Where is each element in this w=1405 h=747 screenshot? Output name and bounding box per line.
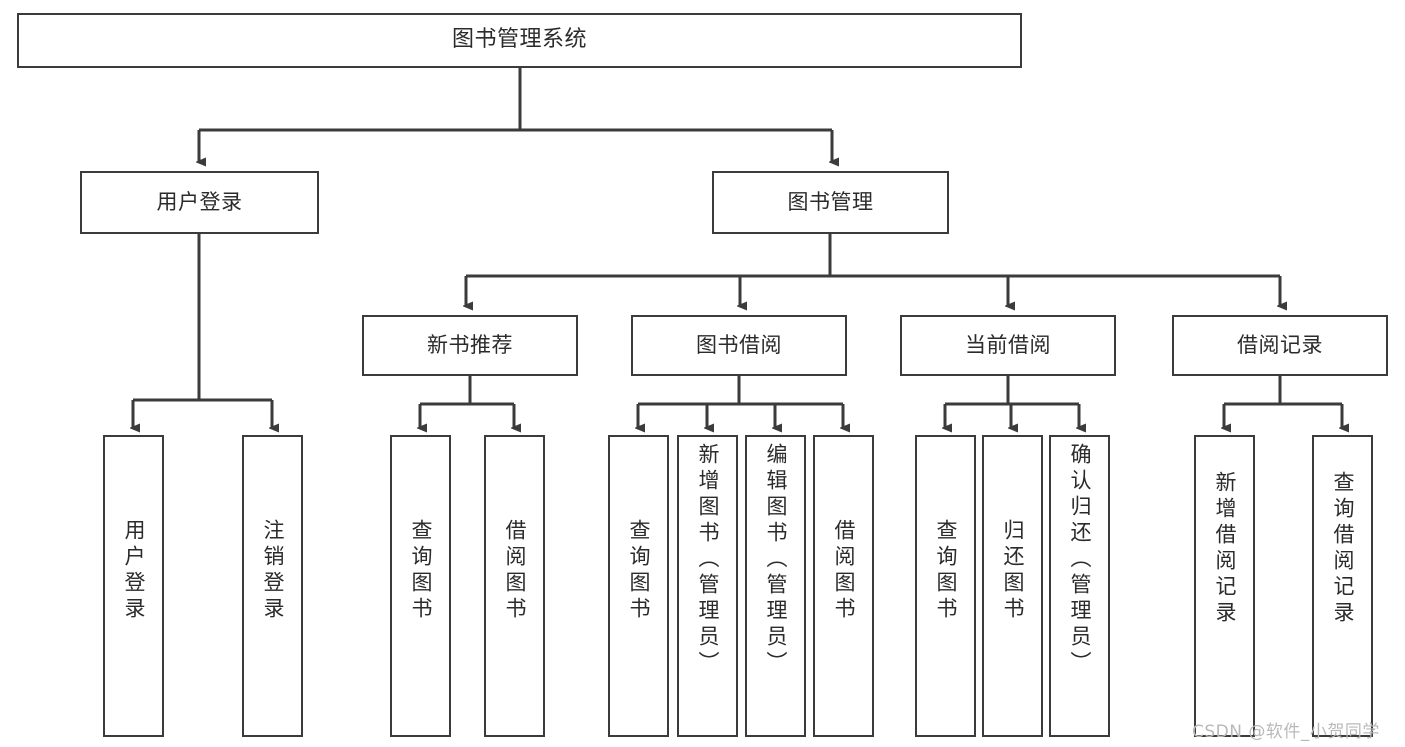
leaf-user-login-logout[interactable]: 注销登录: [242, 435, 303, 737]
node-label: 用户登录: [122, 519, 146, 623]
leaf-book-borrow-borrow-book[interactable]: 借阅图书: [813, 435, 874, 737]
leaf-new-book-borrow-book[interactable]: 借阅图书: [484, 435, 545, 737]
node-label: 新增图书（管理员）: [696, 443, 720, 677]
node-book-borrow[interactable]: 图书借阅: [631, 315, 847, 376]
node-label: 借阅图书: [832, 519, 856, 623]
leaf-new-book-query-book[interactable]: 查询图书: [390, 435, 451, 737]
node-book-management-system[interactable]: 图书管理系统: [17, 13, 1022, 68]
node-label: 确认归还（管理员）: [1068, 443, 1092, 677]
node-label: 借阅图书: [503, 519, 527, 623]
node-label: 查询图书: [409, 519, 433, 623]
node-label: 归还图书: [1001, 519, 1025, 623]
node-borrow-record[interactable]: 借阅记录: [1172, 315, 1388, 376]
node-book-management[interactable]: 图书管理: [712, 171, 949, 234]
node-label: 查询图书: [934, 519, 958, 623]
node-current-borrow[interactable]: 当前借阅: [900, 315, 1116, 376]
node-label: 编辑图书（管理员）: [764, 443, 788, 677]
node-new-book-recommend[interactable]: 新书推荐: [362, 315, 578, 376]
node-label: 注销登录: [261, 519, 285, 623]
node-label: 新增借阅记录: [1213, 471, 1237, 627]
leaf-current-borrow-confirm-return[interactable]: 确认归还（管理员）: [1049, 435, 1110, 737]
node-label: 借阅记录: [1237, 332, 1323, 357]
leaf-book-borrow-edit-book[interactable]: 编辑图书（管理员）: [745, 435, 806, 737]
node-user-login[interactable]: 用户登录: [80, 171, 319, 234]
node-label: 新书推荐: [427, 332, 513, 357]
leaf-book-borrow-add-book[interactable]: 新增图书（管理员）: [677, 435, 738, 737]
leaf-borrow-record-query-record[interactable]: 查询借阅记录: [1312, 435, 1373, 737]
node-label: 图书管理系统: [451, 27, 587, 53]
node-label: 用户登录: [156, 189, 243, 214]
node-label: 查询借阅记录: [1331, 471, 1355, 627]
node-label: 查询图书: [627, 519, 651, 623]
leaf-borrow-record-add-record[interactable]: 新增借阅记录: [1194, 435, 1255, 737]
csdn-watermark: CSDN @软件_小贺同学: [1192, 722, 1380, 742]
node-label: 图书管理: [787, 189, 874, 214]
leaf-book-borrow-query-book[interactable]: 查询图书: [608, 435, 669, 737]
node-label: 图书借阅: [696, 332, 782, 357]
leaf-user-login-login[interactable]: 用户登录: [103, 435, 164, 737]
leaf-current-borrow-query-book[interactable]: 查询图书: [915, 435, 976, 737]
node-label: 当前借阅: [965, 332, 1051, 357]
leaf-current-borrow-return-book[interactable]: 归还图书: [982, 435, 1043, 737]
